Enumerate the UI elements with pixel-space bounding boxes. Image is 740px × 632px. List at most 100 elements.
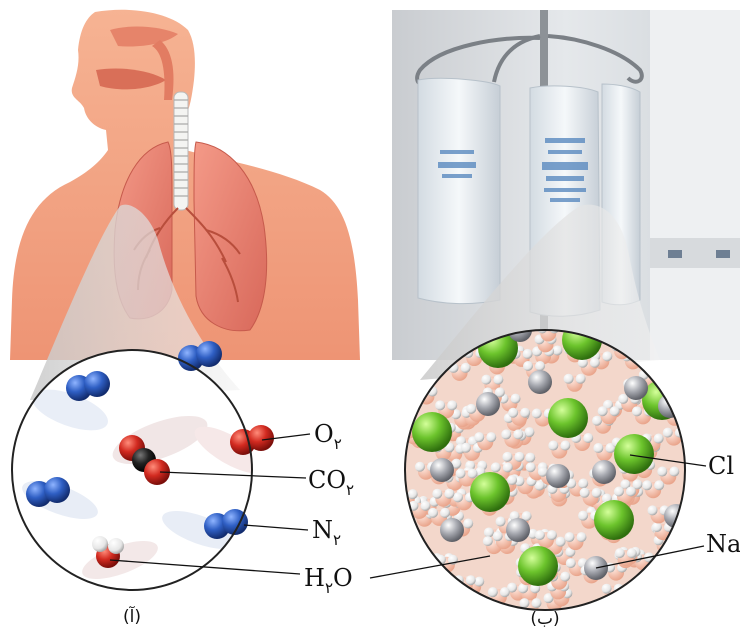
water-hydrogen [580, 488, 590, 498]
water-hydrogen [513, 429, 523, 439]
chloride-ion [594, 500, 634, 540]
water-hydrogen [626, 487, 636, 497]
chloride-ion [470, 472, 510, 512]
water-hydrogen [474, 577, 484, 587]
water-hydrogen [519, 598, 529, 608]
water-hydrogen [525, 453, 535, 463]
water-hydrogen [614, 487, 624, 497]
water-hydrogen [396, 489, 406, 499]
hydrogen-atom [92, 536, 108, 552]
rail-slot-2 [716, 250, 730, 258]
water-hydrogen [531, 598, 541, 608]
sodium-ion [506, 518, 530, 542]
sodium-ion [440, 518, 464, 542]
water-hydrogen [474, 432, 484, 442]
sodium-ion [546, 464, 570, 488]
water-hydrogen [493, 531, 503, 541]
water-hydrogen [610, 406, 620, 416]
chloride-ion [614, 434, 654, 474]
water-hydrogen [415, 387, 425, 397]
label-na: Na [706, 530, 740, 558]
sodium-ion [476, 392, 500, 416]
water-hydrogen [481, 375, 491, 385]
water-hydrogen [447, 400, 457, 410]
water-hydrogen [657, 467, 667, 477]
water-hydrogen [535, 361, 545, 371]
label-n2: N۲ [312, 516, 341, 549]
water-hydrogen [444, 489, 454, 499]
chloride-ion [412, 412, 452, 452]
leader-n2 [244, 525, 308, 530]
iv-bag-left [418, 78, 500, 303]
sodium-ion [664, 504, 688, 528]
nitrogen-atom [44, 477, 70, 503]
water-hydrogen [415, 462, 425, 472]
water-hydrogen [592, 416, 602, 426]
water-hydrogen [461, 363, 471, 373]
caption-right: (ب) [530, 609, 559, 629]
water-hydrogen [432, 489, 442, 499]
label-o2: O۲ [314, 420, 342, 453]
water-hydrogen [632, 406, 642, 416]
water-hydrogen [500, 587, 510, 597]
water-hydrogen [523, 349, 533, 359]
water-hydrogen [560, 441, 570, 451]
water-hydrogen [576, 532, 586, 542]
water-hydrogen [590, 358, 600, 368]
water-hydrogen [408, 489, 418, 499]
water-hydrogen [483, 536, 493, 546]
sodium-ion [528, 370, 552, 394]
water-hydrogen [652, 522, 662, 532]
water-hydrogen [486, 432, 496, 442]
water-hydrogen [564, 532, 574, 542]
water-hydrogen [578, 511, 588, 521]
water-hydrogen [502, 452, 512, 462]
water-hydrogen [593, 443, 603, 453]
water-hydrogen [488, 587, 498, 597]
sodium-ion [592, 460, 616, 484]
water-hydrogen [511, 394, 521, 404]
water-hydrogen [428, 508, 438, 518]
wall-panel [650, 10, 740, 360]
water-hydrogen [484, 527, 494, 537]
water-hydrogen [466, 404, 476, 414]
label-cl: Cl [708, 452, 734, 480]
water-hydrogen [435, 400, 445, 410]
nitrogen-atom [84, 371, 110, 397]
water-hydrogen [556, 537, 566, 547]
water-hydrogen [420, 501, 430, 511]
chloride-ion [548, 398, 588, 438]
iv-bag-photo [392, 10, 740, 380]
water-hydrogen [560, 572, 570, 582]
water-hydrogen [627, 548, 637, 558]
water-hydrogen [532, 408, 542, 418]
sodium-ion [430, 458, 454, 482]
water-hydrogen [663, 428, 673, 438]
water-hydrogen [507, 475, 517, 485]
water-hydrogen [496, 517, 506, 527]
water-hydrogen [669, 467, 679, 477]
water-hydrogen [651, 370, 661, 380]
respiratory-illustration [10, 10, 360, 400]
water-hydrogen [463, 519, 473, 529]
chloride-ion [518, 546, 558, 586]
rail-slot-1 [668, 250, 682, 258]
water-hydrogen [535, 530, 545, 540]
water-hydrogen [520, 408, 530, 418]
water-hydrogen [503, 462, 513, 472]
sodium-ion [624, 376, 648, 400]
water-hydrogen [501, 429, 511, 439]
water-hydrogen [440, 508, 450, 518]
label-h2o: H۲O [304, 564, 353, 597]
water-hydrogen [514, 452, 524, 462]
water-hydrogen [566, 558, 576, 568]
water-hydrogen [466, 575, 476, 585]
water-hydrogen [654, 434, 664, 444]
water-hydrogen [453, 492, 463, 502]
water-hydrogen [642, 480, 652, 490]
water-hydrogen [491, 462, 501, 472]
water-hydrogen [526, 462, 536, 472]
caption-left: (آ) [123, 605, 141, 627]
